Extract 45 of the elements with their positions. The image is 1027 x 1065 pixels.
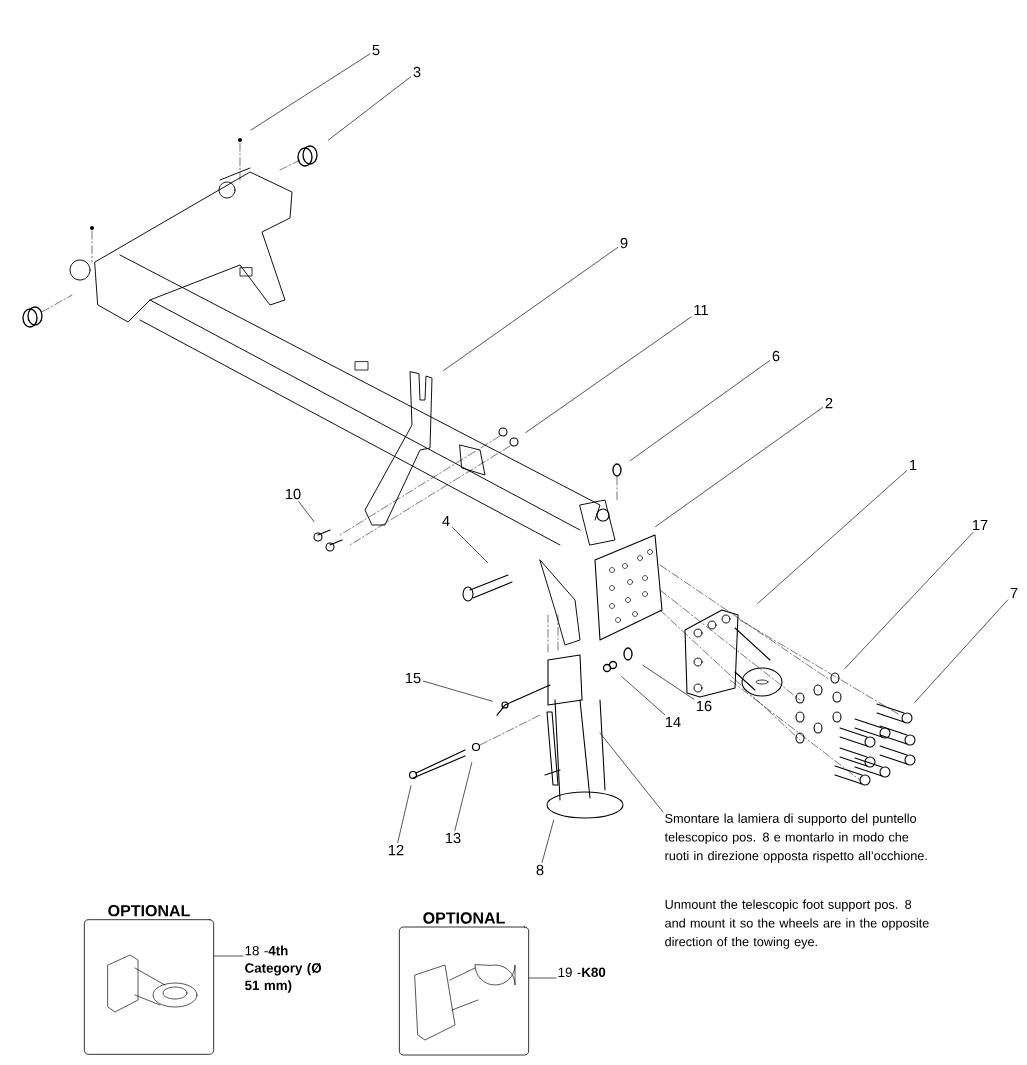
- leader-line: [621, 676, 666, 716]
- leader-line: [525, 316, 692, 433]
- callout-number: 15: [405, 672, 421, 684]
- callout-number: 1: [910, 459, 917, 471]
- callout-number: 10: [285, 488, 301, 500]
- leader-line: [844, 532, 974, 669]
- callout-number: 3: [413, 66, 421, 78]
- leader-line: [528, 977, 557, 979]
- callout-number: 14: [665, 717, 681, 728]
- callout-number: 12: [388, 844, 404, 856]
- leader-line: [541, 820, 554, 863]
- callout-number: 8: [536, 864, 544, 876]
- leader-line: [327, 76, 411, 141]
- note-text: Smontare la lamiera di supporto del puntello telescopico pos. 8 e montarlo in modo che ruoti in direzione opposta rispetto all’occhione.: [664, 813, 927, 863]
- callout-number: 9: [620, 237, 628, 249]
- callout-number: 2: [825, 397, 833, 409]
- callout-number: 13: [445, 832, 461, 844]
- callout-number: 7: [1010, 588, 1018, 599]
- callout-label: 19 -K80: [558, 967, 606, 978]
- leader-line: [757, 470, 907, 604]
- callout-number: 16: [696, 700, 712, 712]
- callout-number: 17: [972, 520, 988, 531]
- note-text: Unmount the telescopic foot support pos. 8 and mount it so the wheels are in the opposite direction of the towing eye.: [665, 899, 929, 949]
- leader-line: [213, 955, 244, 957]
- leader-line: [298, 501, 315, 523]
- leader-line: [642, 664, 694, 700]
- leader-line: [443, 247, 618, 371]
- callout-number: 6: [772, 350, 780, 362]
- callout-number: 11: [694, 305, 708, 316]
- leader-line: [452, 527, 489, 564]
- leader-line: [914, 599, 1008, 703]
- callout-label: 18 -4th Category (Ø 51 mm): [245, 945, 322, 993]
- node-label: OPTIONAL: [423, 912, 505, 924]
- leader-line: [397, 785, 412, 843]
- option-box: OPTIONAL: [83, 905, 215, 1055]
- leader-line: [655, 407, 823, 527]
- option-box: OPTIONAL: [398, 912, 530, 1056]
- leader-line: [599, 732, 664, 813]
- leader-line: [630, 360, 770, 461]
- leader-line: [454, 762, 473, 831]
- callout-number: 5: [372, 44, 380, 56]
- node-label: OPTIONAL: [108, 905, 190, 917]
- leader-line: [423, 680, 493, 702]
- callout-number: 4: [442, 516, 450, 527]
- leader-line: [250, 53, 370, 131]
